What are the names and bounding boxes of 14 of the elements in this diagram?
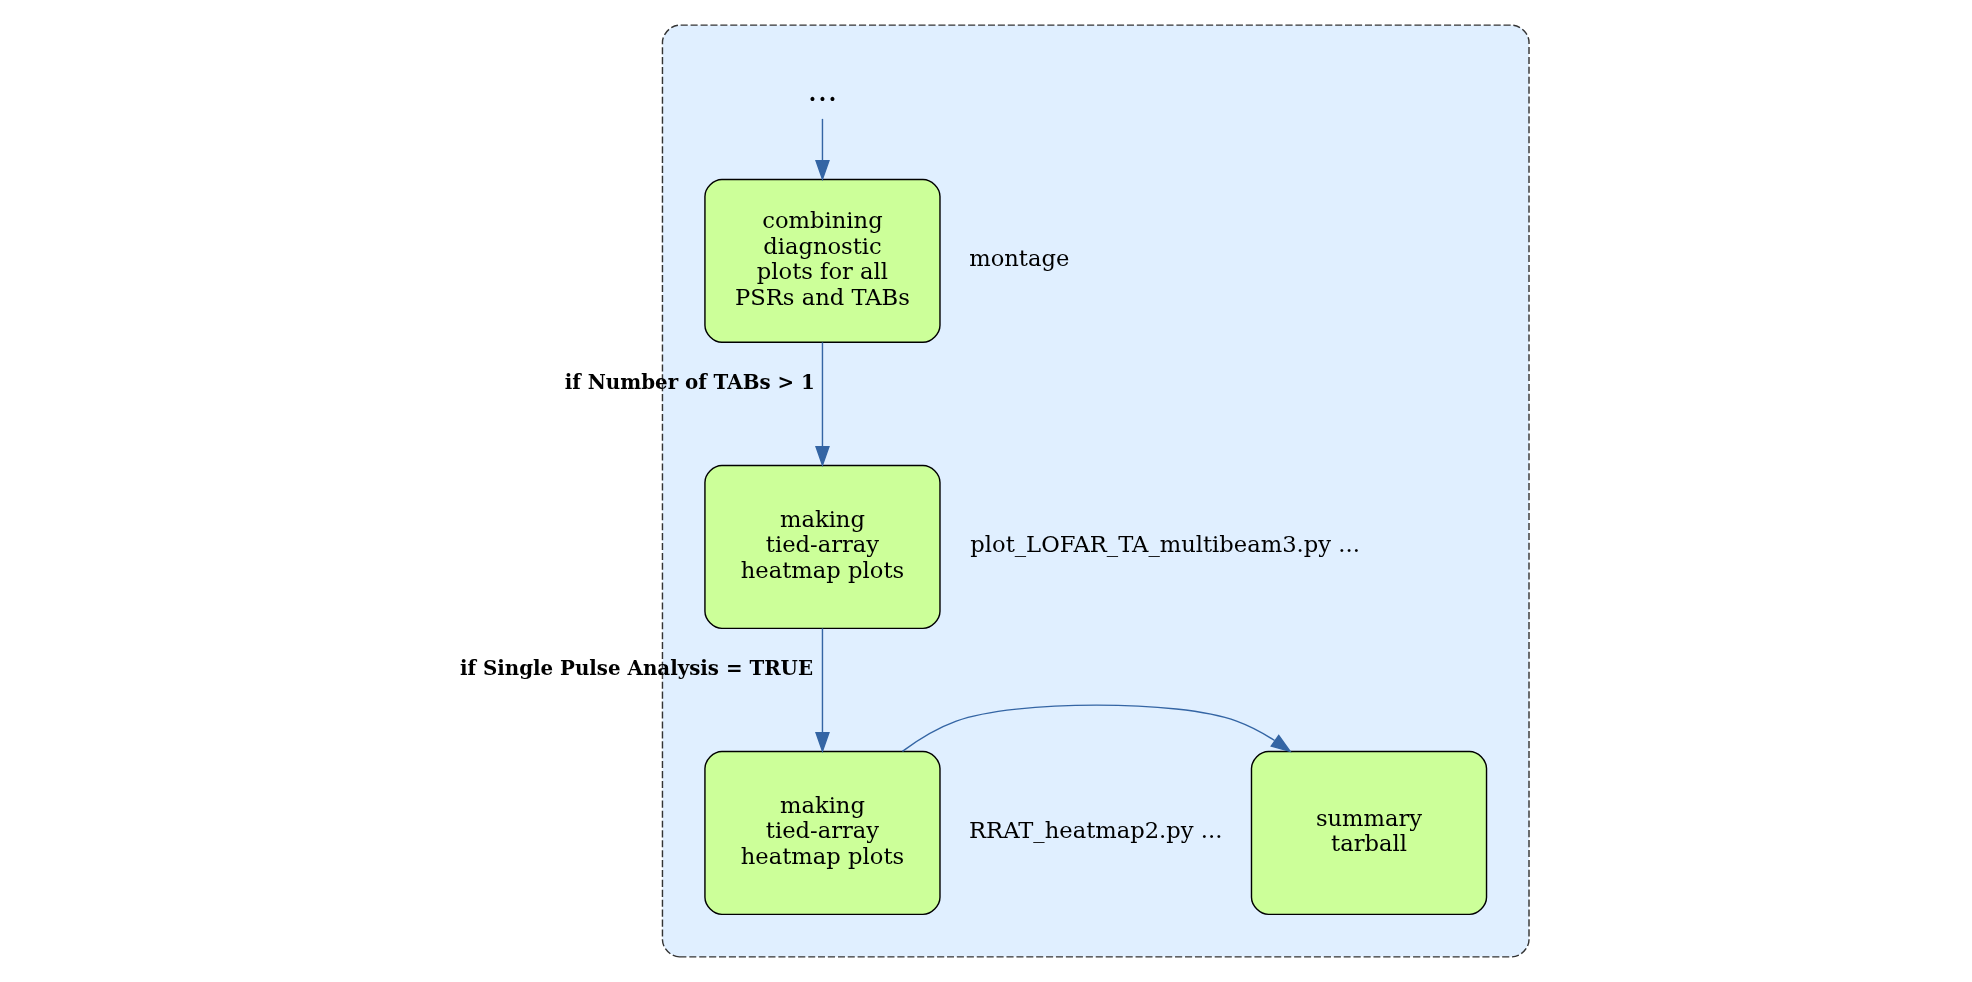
arrow: [815, 341, 830, 468]
node-label: RRAT_heatmap2.py ...: [969, 817, 1223, 844]
node-text: ...: [807, 72, 838, 109]
node-label: montage: [969, 245, 1070, 272]
edge-label: if Single Pulse Analysis = TRUE: [459, 656, 814, 681]
node-box: summary tarball: [1250, 750, 1488, 916]
arrow: [901, 704, 1292, 753]
node-box: making tied-array heatmap plots: [704, 750, 941, 916]
edge-label: if Number of TABs > 1: [564, 370, 815, 395]
node-box: combining diagnostic plots for all PSRs and TABs: [704, 178, 941, 344]
node-box: making tied-array heatmap plots: [704, 464, 941, 630]
node-label: plot_LOFAR_TA_multibeam3.py ...: [970, 531, 1360, 558]
arrow: [815, 118, 830, 182]
arrow: [815, 627, 830, 754]
